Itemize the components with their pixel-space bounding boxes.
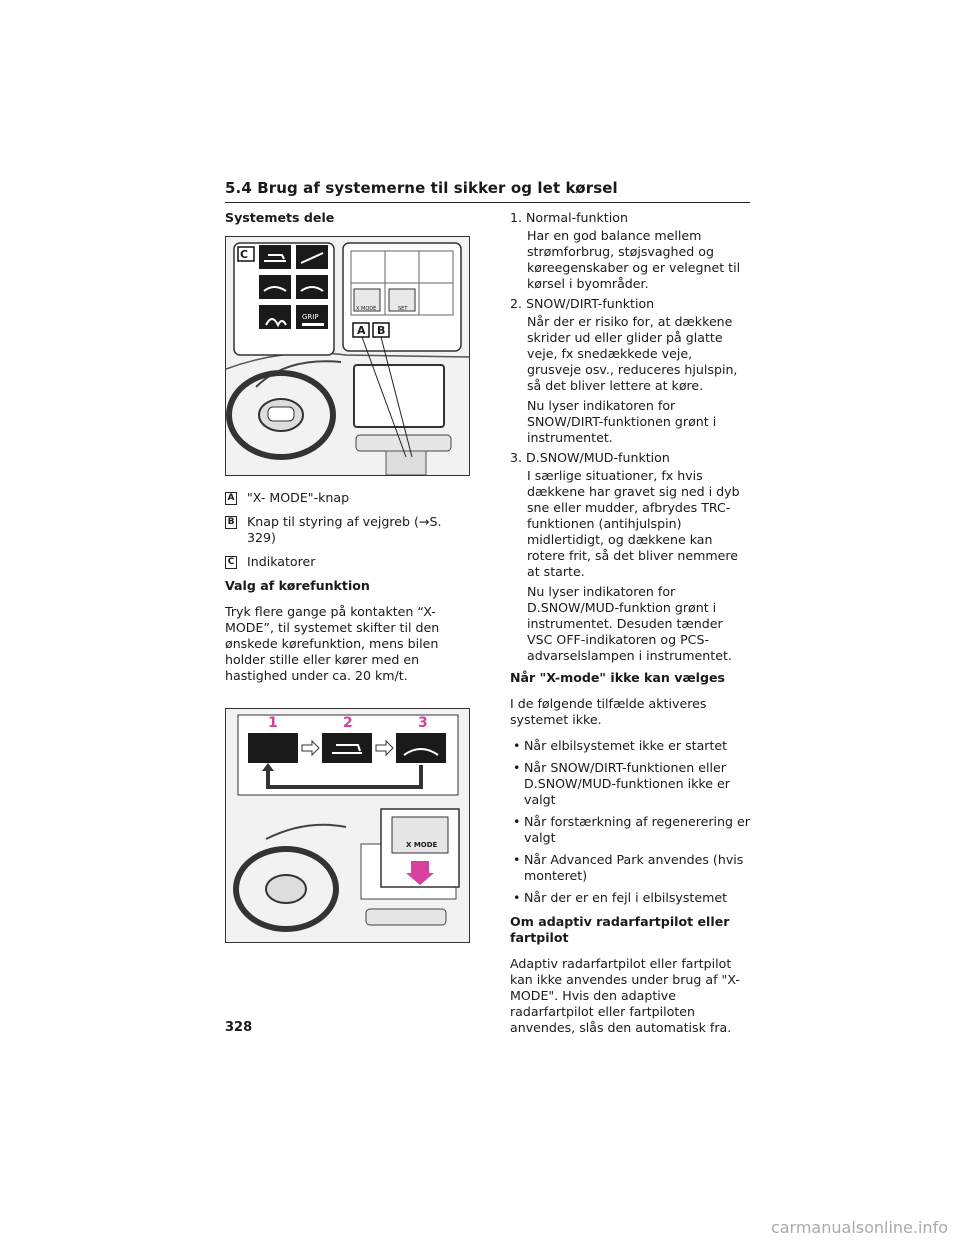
mode-item-3-body-2: Nu lyser indikatoren for D.SNOW/MUD-funk…: [527, 584, 732, 663]
mode-item-2-number: 2.: [510, 296, 523, 311]
label-grip: GRIP: [302, 313, 319, 321]
mode-sequence-illustration: [226, 709, 469, 942]
legend-c: C Indikatorer: [225, 554, 470, 570]
mode-item-2: 2.SNOW/DIRT-funktion Når der er risiko f…: [510, 296, 750, 446]
bullet-text-4: Når Advanced Park anvendes (hvis montere…: [524, 852, 744, 883]
seq-num-3: 3: [418, 715, 428, 731]
mode-item-1-body-1: Har en god balance mellem strømforbrug, …: [527, 228, 741, 291]
mode-item-3-number: 3.: [510, 450, 523, 465]
list-item: •Når der er en fejl i elbilsystemet: [513, 890, 728, 905]
label-c: C: [240, 248, 249, 261]
legend-key-b: B: [225, 516, 237, 529]
mode-item-2-body-2: Nu lyser indikatoren for SNOW/DIRT-funkt…: [527, 398, 717, 445]
list-item: •Når Advanced Park anvendes (hvis monter…: [510, 852, 750, 884]
seq-num-1: 1: [268, 715, 278, 731]
para-select-mode: Tryk flere gange på kontakten “X-MODE”, …: [225, 604, 440, 683]
heading-not-selectable: Når "X-mode" ikke kan vælges: [510, 670, 726, 685]
legend-text-a: "X- MODE"-knap: [247, 490, 350, 505]
para-not-selectable: I de følgende tilfælde aktiveres systeme…: [510, 696, 707, 727]
list-item: •Når elbilsystemet ikke er startet: [513, 738, 728, 753]
legend-key-c: C: [225, 556, 237, 569]
mode-item-1-title: Normal-funktion: [526, 210, 628, 225]
label-xmode-large: X MODE: [406, 841, 438, 849]
heading-system-parts: Systemets dele: [225, 210, 335, 225]
label-b: B: [377, 324, 386, 337]
bullet-text-5: Når der er en fejl i elbilsystemet: [524, 890, 728, 905]
legend-b: B Knap til styring af vejgreb (→S. 329): [225, 514, 470, 546]
mode-item-3-title: D.SNOW/MUD-funktion: [526, 450, 670, 465]
legend-a: A "X- MODE"-knap: [225, 490, 470, 506]
mode-item-2-body-1: Når der er risiko for, at dækkene skride…: [527, 314, 738, 393]
legend-key-a: A: [225, 492, 237, 505]
legend-text-c: Indikatorer: [247, 554, 316, 569]
bullet-list: •Når elbilsystemet ikke er startet •Når …: [510, 738, 750, 906]
seq-num-2: 2: [343, 715, 353, 731]
left-column: Systemets dele: [225, 210, 470, 943]
page-number: 328: [225, 1020, 253, 1035]
mode-item-2-title: SNOW/DIRT-funktion: [526, 296, 655, 311]
figure-system-parts: C A B GRIP X MODE SET: [225, 236, 470, 476]
figure-mode-sequence: 1 2 3 X MODE: [225, 708, 470, 943]
section-header: 5.4 Brug af systemerne til sikker og let…: [225, 179, 750, 203]
dashboard-illustration: [226, 237, 469, 475]
mode-item-1-number: 1.: [510, 210, 523, 225]
right-column: 1.Normal-funktion Har en god balance mel…: [510, 210, 750, 1046]
label-xmode-small: X MODE: [356, 306, 377, 312]
label-a: A: [357, 324, 366, 337]
heading-select-mode: Valg af kørefunktion: [225, 578, 370, 593]
label-set: SET: [398, 306, 408, 312]
list-item: •Når forstærkning af regenerering er val…: [513, 814, 750, 845]
mode-item-1: 1.Normal-funktion Har en god balance mel…: [510, 210, 750, 292]
legend-text-b: Knap til styring af vejgreb (→S. 329): [247, 514, 442, 545]
bullet-text-1: Når elbilsystemet ikke er startet: [524, 738, 728, 753]
bullet-text-3: Når forstærkning af regenerering er valg…: [524, 814, 750, 845]
para-cruise-control: Adaptiv radarfartpilot eller fartpilot k…: [510, 956, 740, 1035]
bullet-text-2: Når SNOW/DIRT-funktionen eller D.SNOW/MU…: [524, 760, 730, 807]
mode-item-3: 3.D.SNOW/MUD-funktion I særlige situatio…: [510, 450, 750, 664]
heading-cruise-control: Om adaptiv radarfartpilot eller fartpilo…: [510, 914, 730, 945]
watermark: carmanualsonline.info: [770, 1218, 948, 1237]
mode-item-3-body-1: I særlige situationer, fx hvis dækkene h…: [527, 468, 740, 579]
list-item: •Når SNOW/DIRT-funktionen eller D.SNOW/M…: [510, 760, 750, 808]
